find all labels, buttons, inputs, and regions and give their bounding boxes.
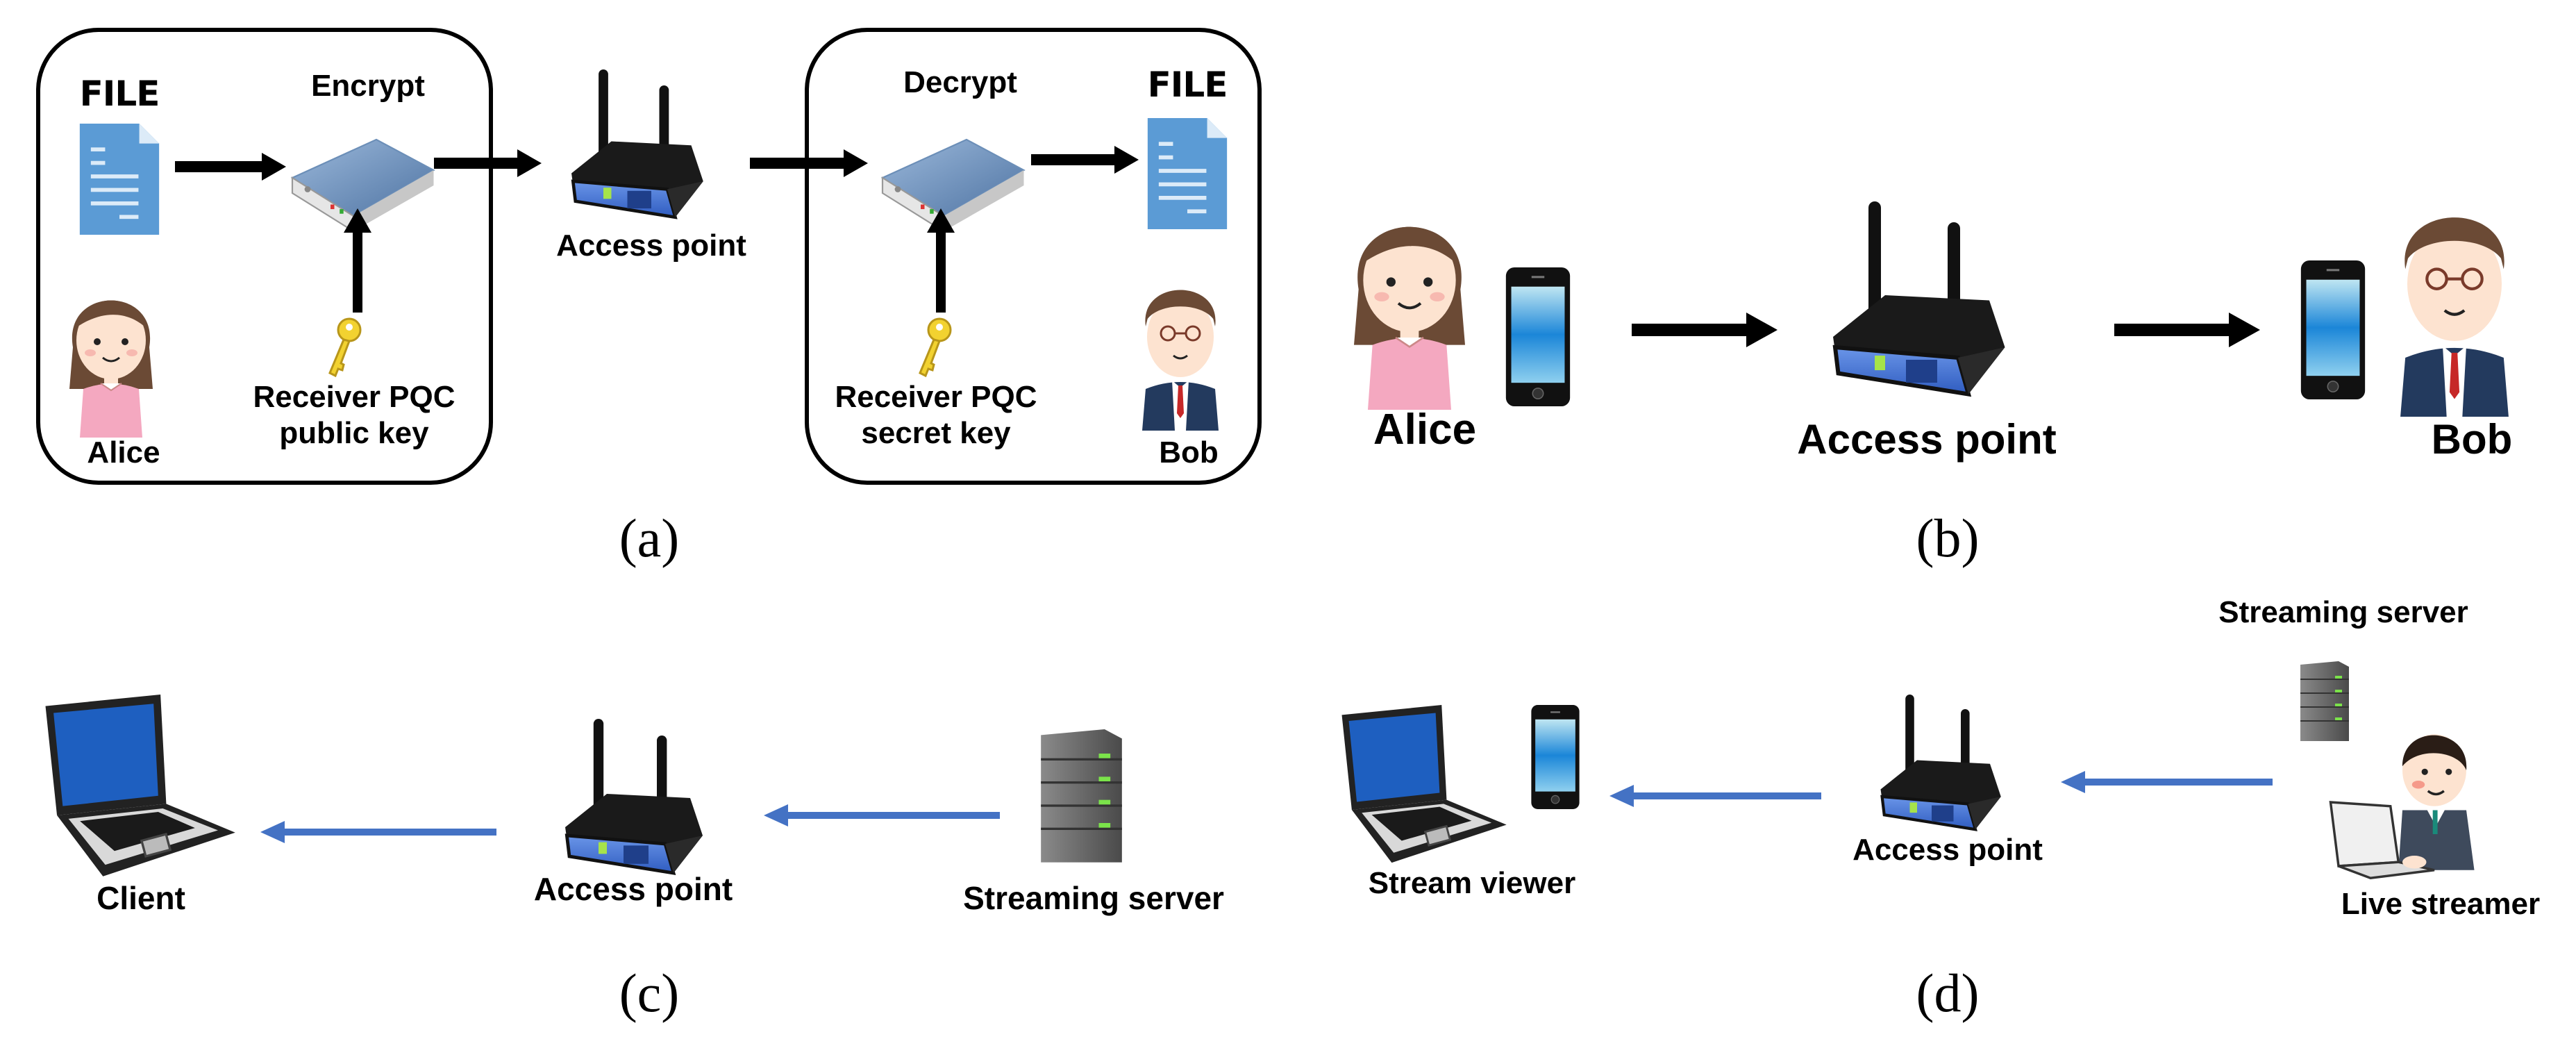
access-point-label: Access point <box>556 229 746 263</box>
secret-key-icon <box>913 316 955 379</box>
live-streamer-avatar <box>2319 722 2486 882</box>
arrow-alice-to-ap <box>1632 313 1778 347</box>
bob-phone-icon <box>2298 260 2368 399</box>
alice-avatar <box>62 271 160 438</box>
arrow-decrypt-to-file <box>1031 146 1139 174</box>
arrow-ap-to-viewer <box>1609 785 1821 807</box>
alice-label: Alice <box>1373 406 1477 454</box>
bob-label: Bob <box>1159 435 1219 470</box>
alice-phone-icon <box>1503 267 1573 406</box>
arrow-key-to-decrypt <box>927 208 955 313</box>
arrow-server-to-ap <box>764 804 1000 826</box>
access-point-label: Access point <box>533 871 733 907</box>
arrow-ap-to-decrypt <box>750 149 868 177</box>
access-point-label: Access point <box>1797 416 2057 463</box>
caption-b: (b) <box>1916 508 1980 568</box>
receiver-file-icon <box>1146 118 1229 229</box>
arrow-streamer-to-ap <box>2061 771 2273 793</box>
live-streamer-label: Live streamer <box>2341 887 2541 921</box>
bob-avatar <box>2385 181 2524 417</box>
streaming-server-label: Streaming server <box>2218 595 2468 629</box>
client-label: Client <box>97 880 185 916</box>
decrypt-label: Decrypt <box>903 65 1017 99</box>
sender-box <box>36 28 493 485</box>
arrow-file-to-encrypt <box>175 153 286 181</box>
streaming-server-icon <box>1028 729 1135 868</box>
public-key-label-line2: public key <box>279 416 429 450</box>
access-point-icon <box>1854 695 2024 840</box>
public-key-label-line1: Receiver PQC <box>253 380 455 414</box>
caption-c: (c) <box>619 963 680 1023</box>
client-laptop-icon <box>33 695 242 879</box>
access-point-label: Access point <box>1852 833 2043 867</box>
arrow-ap-to-bob <box>2114 313 2260 347</box>
sender-file-label: FILE <box>79 74 160 114</box>
alice-avatar <box>1344 188 1475 410</box>
receiver-file-label: FILE <box>1147 65 1228 105</box>
secret-key-label-line2: secret key <box>861 416 1011 450</box>
receiver-box <box>805 28 1262 485</box>
viewer-laptop-icon <box>1330 705 1514 865</box>
access-point-icon <box>1791 201 2041 410</box>
caption-d: (d) <box>1916 963 1980 1023</box>
sender-file-icon <box>78 124 161 235</box>
access-point-icon <box>535 719 729 886</box>
bob-label: Bob <box>2431 416 2513 463</box>
access-point-icon <box>549 69 722 229</box>
streaming-server-label: Streaming server <box>963 880 1224 916</box>
bob-avatar <box>1132 264 1229 431</box>
secret-key-label-line1: Receiver PQC <box>835 380 1037 414</box>
alice-label: Alice <box>87 435 160 470</box>
encrypt-label: Encrypt <box>311 69 425 103</box>
arrow-ap-to-client <box>260 821 496 843</box>
public-key-icon <box>323 316 365 379</box>
caption-a: (a) <box>619 508 680 568</box>
viewer-phone-icon <box>1528 705 1583 809</box>
arrow-key-to-encrypt <box>344 208 371 313</box>
stream-viewer-label: Stream viewer <box>1368 866 1576 900</box>
arrow-encrypt-to-ap <box>434 149 542 177</box>
